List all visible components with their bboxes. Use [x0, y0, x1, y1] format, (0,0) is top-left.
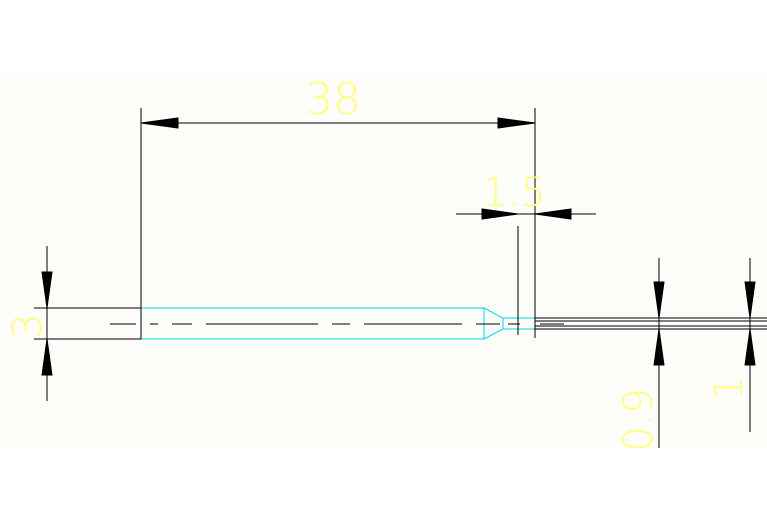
dim-3-arrow-top [41, 271, 53, 309]
dim-1-text: 1 [706, 375, 752, 400]
dim-3-arrow-bottom [41, 338, 53, 376]
extension-lines-tip [535, 317, 767, 330]
dim-38-arrow-right [497, 117, 536, 129]
dimension-3 [41, 246, 53, 401]
dimension-1-5 [456, 208, 596, 335]
dim-1-arrow-bottom [744, 328, 756, 366]
dim-0-9-arrow-bottom [653, 328, 665, 366]
dim-38-text: 38 [305, 74, 361, 125]
dim-0-9-arrow-top [653, 281, 665, 319]
dimension-0-9 [653, 258, 665, 448]
dimension-38 [140, 108, 536, 339]
dim-1-5-arrow-left [481, 208, 519, 220]
dimension-1 [744, 258, 756, 432]
dim-0-9-text: 0.9 [616, 388, 662, 452]
dim-1-5-arrow-right [534, 208, 572, 220]
dim-38-arrow-left [140, 117, 179, 129]
dim-1-arrow-top [744, 281, 756, 319]
extension-lines-dia-3 [34, 307, 141, 340]
dim-3-text: 3 [5, 313, 51, 338]
dim-1-5-text: 1.5 [482, 170, 546, 216]
drawing-area [0, 76, 767, 448]
